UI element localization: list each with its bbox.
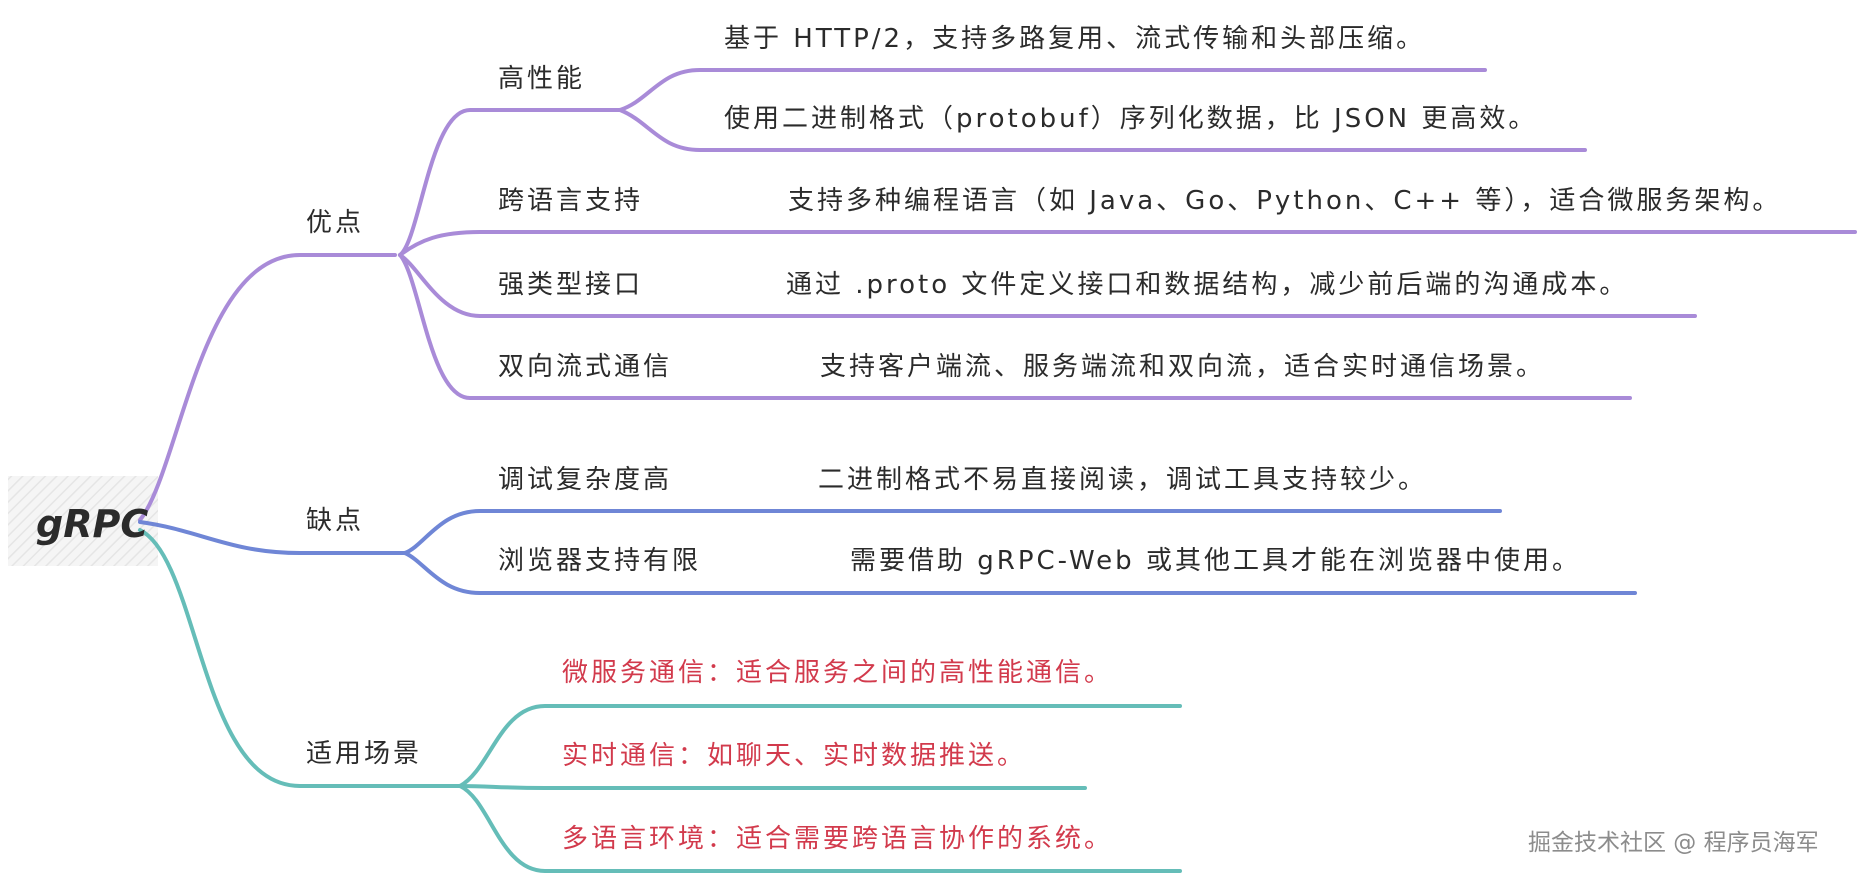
edge-sc-realtime [458,784,1087,790]
dis-item-browser: 浏览器支持有限 [498,546,702,576]
adv-detail-cross-language: 支持多种编程语言（如 Java、Go、Python、C++ 等），适合微服务架构… [788,186,1782,216]
dis-item-debug: 调试复杂度高 [498,465,673,495]
scenario-realtime: 实时通信：如聊天、实时数据推送。 [562,741,1027,771]
edge-root-advantages [138,253,397,522]
edge-hp-detail-2 [618,108,1587,152]
edge-adv-strong-typed [398,253,1697,318]
adv-item-strong-typed: 强类型接口 [498,270,644,300]
branch-scenarios: 适用场景 [306,739,423,769]
adv-item-bidirectional: 双向流式通信 [498,352,673,382]
edge-root-disadvantages [138,520,407,555]
dis-detail-debug: 二进制格式不易直接阅读，调试工具支持较少。 [818,465,1428,495]
edge-sc-microservice [458,704,1182,788]
edge-dis-browser [403,551,1637,595]
edge-adv-cross-language [398,230,1857,257]
adv-detail-bidirectional: 支持客户端流、服务端流和双向流，适合实时通信场景。 [820,352,1546,382]
branch-advantages: 优点 [306,208,365,238]
adv-item-high-performance: 高性能 [498,64,586,94]
edge-hp-detail-1 [618,68,1487,112]
scenario-multilang: 多语言环境：适合需要跨语言协作的系统。 [562,824,1114,854]
hp-detail-protobuf: 使用二进制格式（protobuf）序列化数据，比 JSON 更高效。 [724,104,1538,134]
adv-item-cross-language: 跨语言支持 [498,186,644,216]
watermark: 掘金技术社区 @ 程序员海军 [1528,830,1819,856]
adv-detail-strong-typed: 通过 .proto 文件定义接口和数据结构，减少前后端的沟通成本。 [786,270,1629,300]
edge-adv-bidirectional [398,253,1632,400]
hp-detail-http2: 基于 HTTP/2，支持多路复用、流式传输和头部压缩。 [724,24,1426,54]
edge-dis-debug [403,509,1502,555]
scenario-microservice: 微服务通信：适合服务之间的高性能通信。 [562,658,1114,688]
branch-disadvantages: 缺点 [306,506,365,536]
edge-root-scenarios [138,528,462,788]
edge-sc-multilang [458,784,1182,873]
root-node: gRPC [36,502,149,546]
dis-detail-browser: 需要借助 gRPC-Web 或其他工具才能在浏览器中使用。 [850,546,1581,576]
edge-adv-high-performance [398,108,622,257]
root-highlight [8,476,158,566]
